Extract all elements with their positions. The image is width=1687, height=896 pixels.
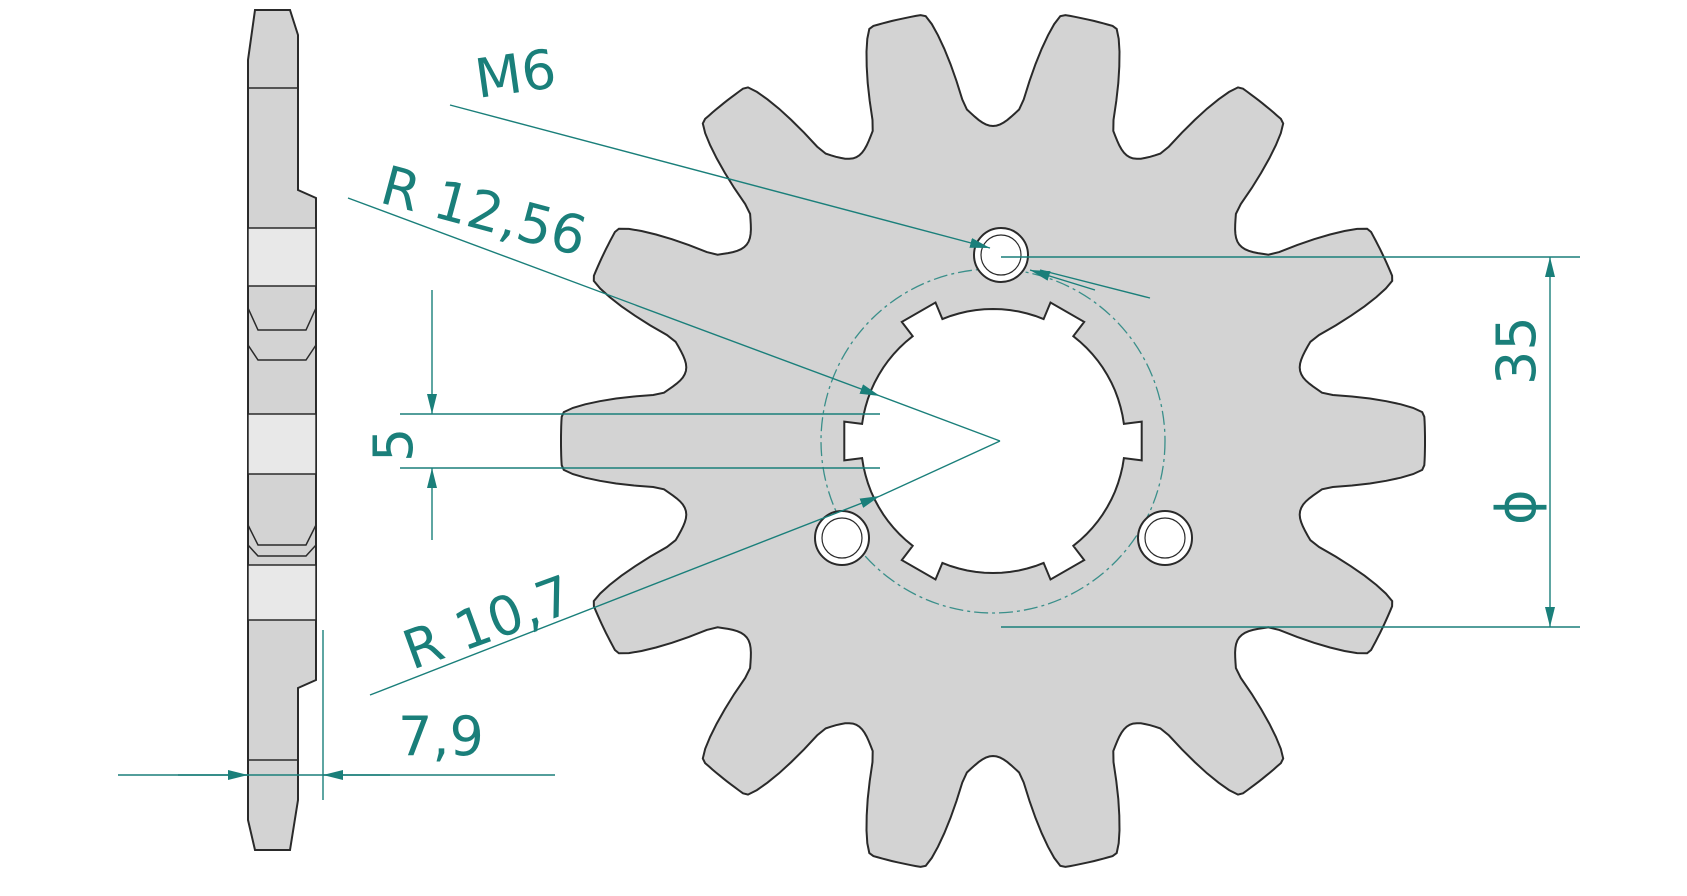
thickness-label: 7,9 bbox=[398, 705, 484, 768]
sprocket-front-view bbox=[560, 14, 1426, 868]
r107-leader-line bbox=[369, 495, 881, 696]
thread-size-label: M6 bbox=[471, 37, 560, 111]
diameter-symbol: ϕ bbox=[1485, 489, 1548, 525]
r1256-to-center bbox=[879, 395, 1001, 442]
bolt-circle-value: 35 bbox=[1485, 316, 1548, 385]
dimension-annotations bbox=[118, 104, 1580, 800]
inner-radius-label: R 10,7 bbox=[395, 563, 581, 682]
bolt-hole-top-inner bbox=[980, 234, 1022, 276]
side-chamfer-lower bbox=[247, 524, 317, 546]
side-hub-slot-bottom bbox=[247, 564, 317, 621]
side-hub-slot-middle bbox=[247, 413, 317, 475]
key-width-label: 5 bbox=[362, 428, 425, 462]
side-chamfer-upper-2 bbox=[247, 344, 317, 361]
bolt-hole-right bbox=[1137, 510, 1193, 566]
m6-leader-tail bbox=[1039, 269, 1151, 299]
r107-to-center bbox=[879, 440, 1001, 497]
side-hub-slot-top bbox=[247, 227, 317, 287]
bolt-hole-right-inner bbox=[1144, 517, 1186, 559]
m6-leader-line bbox=[449, 104, 991, 249]
splined-center-bore bbox=[843, 301, 1143, 581]
outer-radius-label: R 12,56 bbox=[375, 154, 593, 269]
side-chamfer-upper bbox=[247, 307, 317, 331]
r1256-leader-line bbox=[347, 197, 881, 397]
bolt-hole-top bbox=[973, 227, 1029, 283]
bolt-hole-left-inner bbox=[821, 517, 863, 559]
m6-arrow-right bbox=[1029, 269, 1096, 291]
side-chamfer-lower-2 bbox=[247, 544, 317, 557]
sprocket-side-view bbox=[247, 9, 317, 851]
bolt-hole-left bbox=[814, 510, 870, 566]
